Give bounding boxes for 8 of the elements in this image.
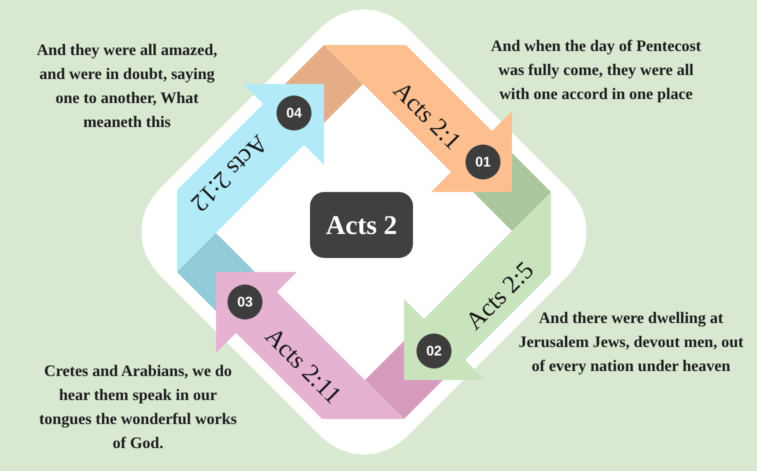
verse-text: And they were all amazed, and were in doubt, saying one to another, What meaneth this [36,41,218,133]
verse-reference: Acts 2:11 [260,323,346,409]
verse-text: Cretes and Arabians, we do hear them speak in our tongues the wonderful works of God. [38,362,238,454]
verse-reference: Acts 2:12 [186,130,272,216]
verse-reference: Acts 2:1 [388,77,466,155]
verse-text: And when the day of Pentecost was fully come, they were all with one accord in one place [490,37,702,105]
topic-label: Acts 2 [326,212,398,238]
topic-box [310,192,413,258]
